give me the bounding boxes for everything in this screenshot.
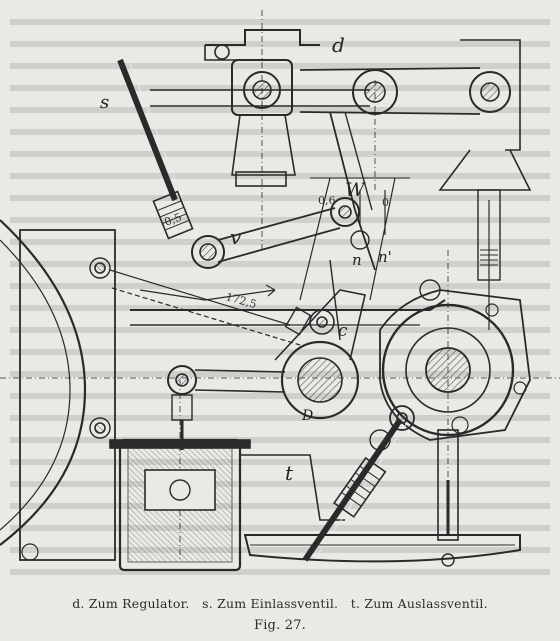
rocker-arms	[299, 39, 532, 330]
arrows	[139, 190, 386, 301]
label-n-prime: n'	[378, 248, 392, 266]
main-eccentric	[369, 279, 531, 451]
figure-labels: d s v W c D n n' 0 0,6 172,5 0,5 t	[100, 33, 392, 485]
label-w: W	[345, 179, 366, 201]
label-d: d	[332, 33, 345, 57]
label-t: t	[285, 461, 294, 485]
label-zero: 0	[382, 196, 389, 209]
label-s: s	[100, 92, 109, 113]
label-v: v	[230, 225, 242, 249]
valve-gear-drawing: d s v W c D n n' 0 0,6 172,5 0,5 t	[0, 10, 560, 575]
exhaust-valve-rod	[302, 405, 415, 564]
label-n: n	[352, 251, 362, 269]
lower-lever	[167, 365, 286, 450]
figure-legend: d. Zum Regulator. s. Zum Einlassventil. …	[0, 596, 560, 611]
label-d-lower: D	[301, 408, 313, 424]
background-text-lines	[10, 19, 550, 575]
legend-t: t. Zum Auslassventil.	[350, 596, 488, 611]
base-plate	[243, 416, 521, 567]
central-hub	[274, 289, 366, 420]
inlet-valve-rod	[117, 57, 341, 269]
cylinder-body	[0, 219, 116, 561]
label-zero-six: 0,6	[318, 194, 336, 207]
eccentric-rod	[109, 269, 446, 346]
figure-number: Fig. 27.	[253, 618, 307, 633]
label-c: c	[338, 321, 348, 341]
legend-d: d. Zum Regulator.	[72, 596, 190, 611]
linkage-w	[299, 111, 410, 341]
legend-s: s. Zum Einlassventil.	[202, 596, 339, 611]
regulator-bracket	[150, 29, 370, 187]
dashpot	[109, 438, 345, 572]
label-scale-right: 0,5	[163, 211, 184, 229]
